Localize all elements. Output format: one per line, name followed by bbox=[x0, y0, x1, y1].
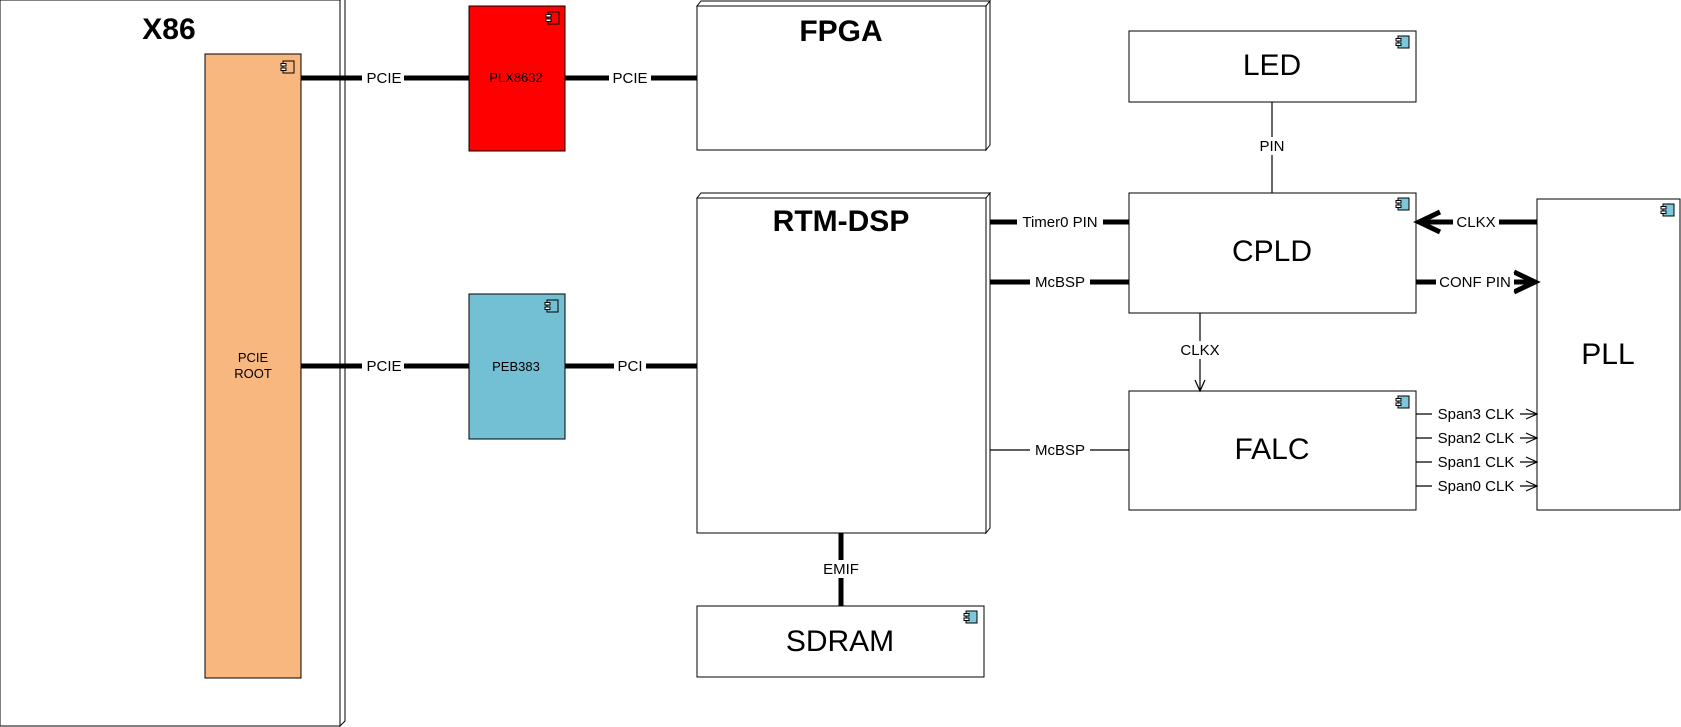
connector-root-peb: PCIE bbox=[301, 357, 469, 375]
falc-label: FALC bbox=[1234, 433, 1309, 466]
component-icon bbox=[1660, 203, 1675, 217]
connector-label: Span0 CLK bbox=[1438, 478, 1515, 495]
connector-label: CLKX bbox=[1456, 214, 1495, 231]
fpga-node: FPGA bbox=[695, 0, 992, 152]
connector-led-cpld: PIN bbox=[1256, 102, 1288, 193]
connector-label: CLKX bbox=[1180, 342, 1219, 359]
plx8632-label: PLX8632 bbox=[489, 70, 543, 85]
peb383-component: PEB383 bbox=[468, 293, 566, 440]
led-component: LED bbox=[1128, 30, 1417, 103]
connector-label: Span3 CLK bbox=[1438, 406, 1515, 423]
pcie-root-label-line1: PCIE bbox=[238, 350, 269, 365]
component-icon bbox=[1395, 395, 1410, 409]
connector-label: EMIF bbox=[823, 561, 859, 578]
connector-label: McBSP bbox=[1035, 274, 1085, 291]
x86-title: X86 bbox=[142, 13, 195, 46]
connector-label: PCIE bbox=[366, 358, 401, 375]
connector-label: Span2 CLK bbox=[1438, 430, 1515, 447]
connector-label: McBSP bbox=[1035, 442, 1085, 459]
rtm-dsp-title: RTM-DSP bbox=[773, 205, 910, 238]
connector-label: Span1 CLK bbox=[1438, 454, 1515, 471]
connector-dsp-cpld-timer: Timer0 PIN bbox=[990, 213, 1129, 231]
cpld-component: CPLD bbox=[1128, 192, 1417, 314]
rtm-dsp-node: RTM-DSP bbox=[695, 191, 992, 535]
connector-dsp-sdram: EMIF bbox=[818, 533, 864, 606]
connector-dsp-cpld-mcbsp: McBSP bbox=[990, 273, 1129, 291]
led-label: LED bbox=[1243, 49, 1301, 82]
sdram-component: SDRAM bbox=[696, 605, 985, 678]
connector-label: PIN bbox=[1259, 138, 1284, 155]
component-icon bbox=[1395, 197, 1410, 211]
connector-label: PCI bbox=[617, 358, 642, 375]
connector-label: PCIE bbox=[366, 70, 401, 87]
fpga-title: FPGA bbox=[799, 15, 882, 48]
connector-cpld-falc: CLKX bbox=[1177, 313, 1223, 393]
connector-root-plx: PCIE bbox=[301, 69, 469, 87]
connector-pll-cpld: CLKX bbox=[1413, 209, 1537, 235]
peb383-label: PEB383 bbox=[492, 359, 540, 374]
connector-label: CONF PIN bbox=[1439, 274, 1511, 291]
pll-label: PLL bbox=[1581, 338, 1634, 371]
connector-falc-pll-span3: Span3 CLK bbox=[1416, 405, 1539, 423]
connector-falc-pll-span2: Span2 CLK bbox=[1416, 429, 1539, 447]
connector-falc-pll-span0: Span0 CLK bbox=[1416, 477, 1539, 495]
connector-cpld-pll: CONF PIN bbox=[1416, 269, 1541, 295]
connector-plx-fpga: PCIE bbox=[565, 69, 697, 87]
pcie-root-label-line2: ROOT bbox=[234, 366, 272, 381]
connector-label: PCIE bbox=[612, 70, 647, 87]
connector-falc-pll-span1: Span1 CLK bbox=[1416, 453, 1539, 471]
pll-component: PLL bbox=[1536, 198, 1681, 511]
component-icon bbox=[963, 610, 978, 624]
sdram-label: SDRAM bbox=[786, 625, 894, 658]
connector-label: Timer0 PIN bbox=[1022, 214, 1097, 231]
pcie-root-component: PCIE ROOT bbox=[204, 53, 302, 679]
plx8632-component: PLX8632 bbox=[468, 5, 566, 152]
connector-dsp-falc-mcbsp: McBSP bbox=[990, 441, 1129, 459]
connector-peb-dsp: PCI bbox=[565, 357, 697, 375]
cpld-label: CPLD bbox=[1232, 235, 1312, 268]
falc-component: FALC bbox=[1128, 390, 1417, 511]
component-icon bbox=[1395, 35, 1410, 49]
